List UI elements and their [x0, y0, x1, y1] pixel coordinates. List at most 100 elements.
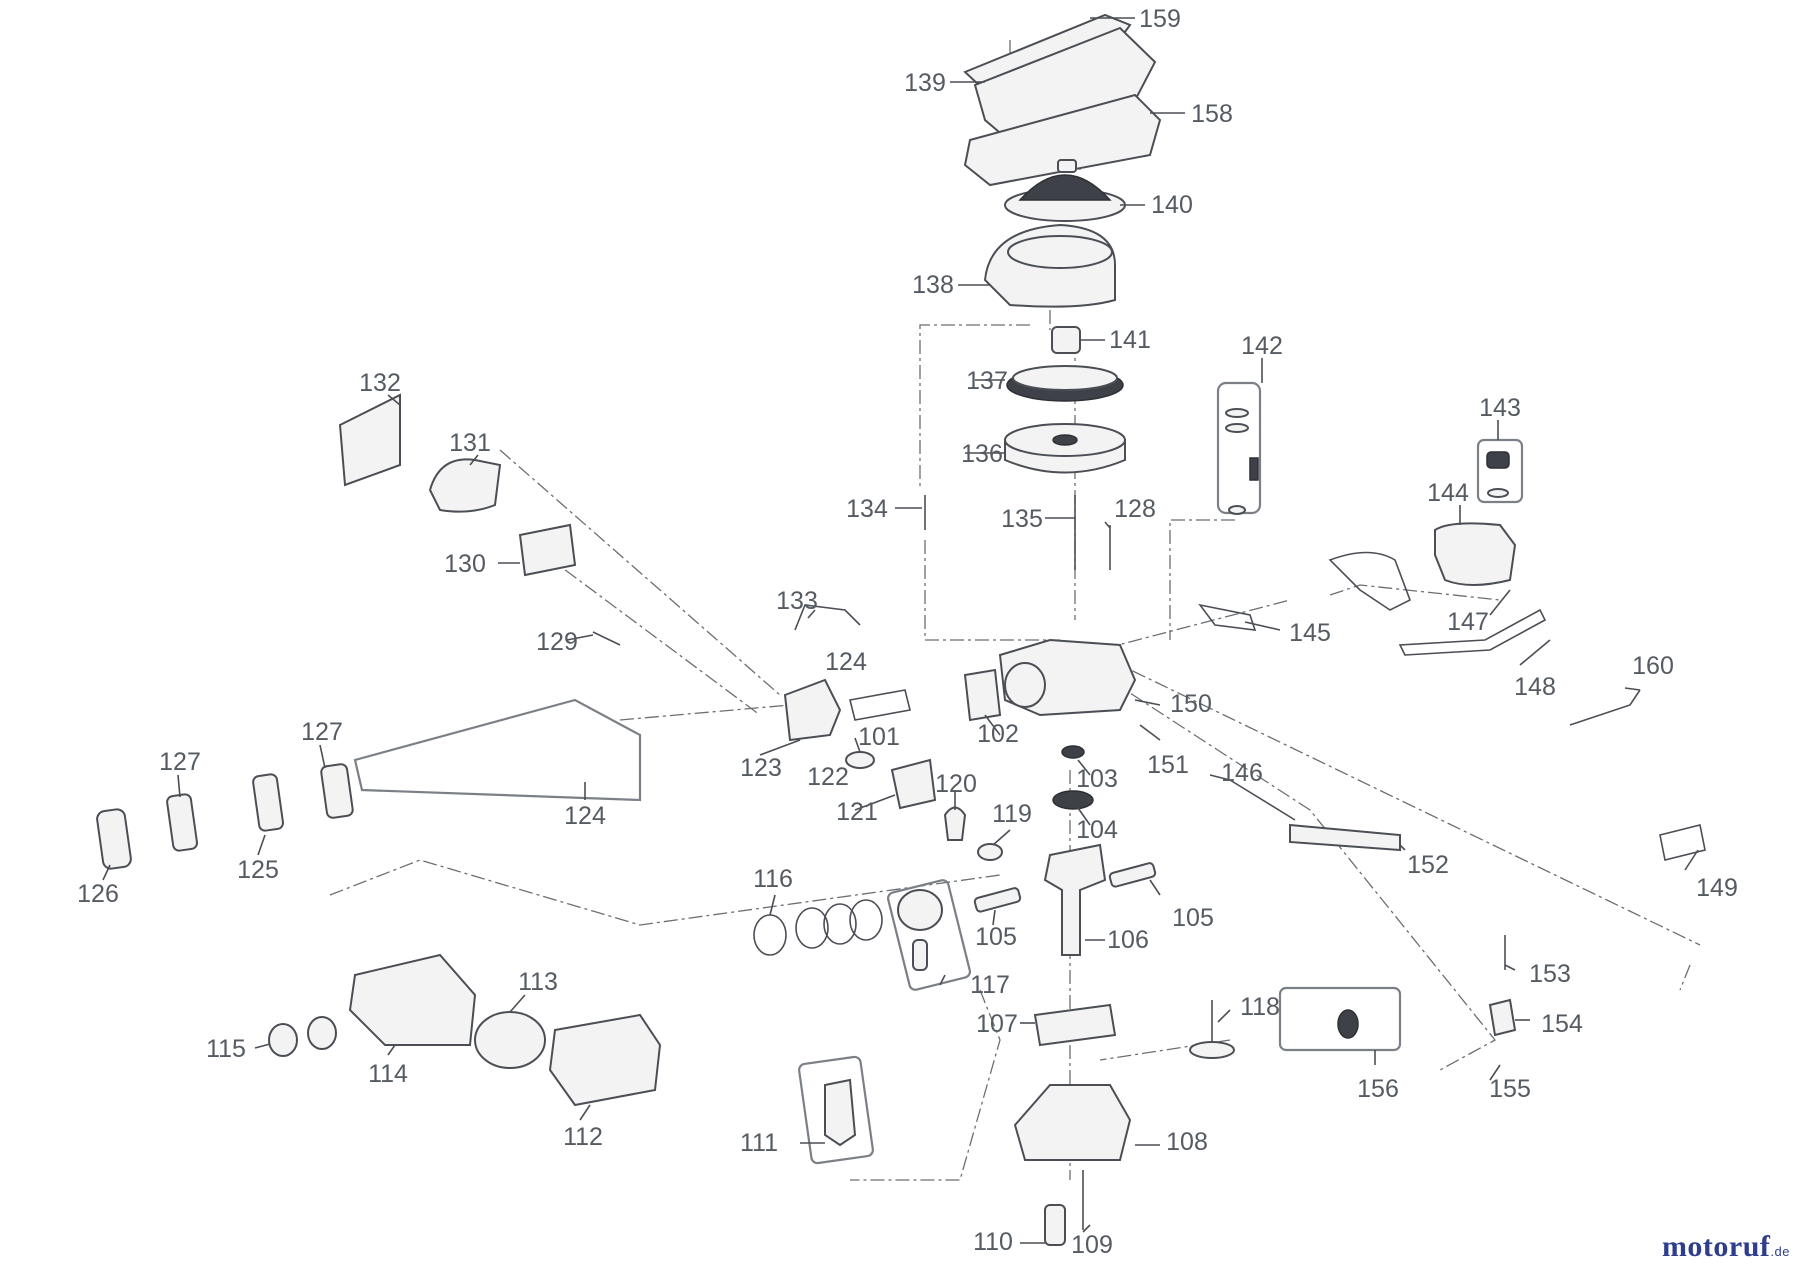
part-115-ring	[307, 1016, 337, 1050]
part-label-114: 114	[368, 1060, 408, 1088]
part-158-frame	[963, 93, 1162, 187]
part-154-bracket	[1488, 998, 1517, 1037]
part-label-102: 102	[977, 720, 1019, 748]
part-label-150: 150	[1170, 690, 1212, 718]
part-label-153: 153	[1529, 960, 1571, 988]
part-label-110: 110	[973, 1228, 1013, 1256]
part-119-ring	[977, 843, 1003, 861]
part-label-118: 118	[1240, 993, 1280, 1021]
brand-name: motoruf	[1661, 1230, 1771, 1263]
part-114-filter-housing	[348, 953, 477, 1046]
part-label-133: 133	[776, 587, 818, 615]
part-label-149: 149	[1696, 874, 1738, 902]
part-label-141: 141	[1109, 326, 1151, 354]
part-142-piece	[1225, 423, 1249, 433]
part-140-starter-dome	[1018, 174, 1112, 201]
part-127-gasket-left	[166, 793, 199, 852]
part-113-filter-element	[474, 1011, 546, 1069]
part-152-strip	[1289, 823, 1401, 852]
part-label-107: 107	[976, 1010, 1018, 1038]
part-label-124a: 124	[825, 648, 867, 676]
part-105-pin-left	[973, 887, 1022, 913]
part-118-governor-gear	[1189, 1041, 1235, 1059]
group-box-111	[798, 1055, 874, 1165]
part-143-washer	[1487, 488, 1509, 498]
part-108-crankcase	[1013, 1084, 1132, 1161]
part-label-152: 152	[1407, 851, 1449, 879]
part-label-139: 139	[904, 69, 946, 97]
part-label-104: 104	[1076, 816, 1118, 844]
part-111-oil-filler	[824, 1078, 857, 1147]
part-116-ring	[823, 903, 857, 945]
group-box-143	[1476, 438, 1524, 504]
part-label-156: 156	[1357, 1075, 1399, 1103]
part-110-filter	[1044, 1204, 1066, 1246]
part-label-113: 113	[518, 968, 558, 996]
part-116-ring	[795, 907, 829, 949]
part-151-lever	[1139, 724, 1161, 741]
part-133-ignition-coil	[794, 604, 861, 631]
part-label-127a: 127	[159, 748, 201, 776]
part-label-159: 159	[1139, 5, 1181, 33]
part-124-intake-pipe	[849, 689, 911, 721]
part-127-gasket-right	[320, 763, 354, 819]
part-label-146: 146	[1221, 759, 1263, 787]
part-116-ring	[849, 899, 883, 941]
assembly-guide-lines	[329, 40, 1701, 1181]
part-label-106: 106	[1107, 926, 1149, 954]
part-144-fuel-tank	[1434, 522, 1517, 586]
part-label-121: 121	[836, 798, 878, 826]
part-125-holder	[252, 773, 285, 832]
part-138-opening	[1007, 235, 1113, 269]
part-136-hub	[1052, 434, 1078, 446]
part-122-washer	[845, 751, 875, 769]
part-label-111: 111	[740, 1129, 778, 1157]
part-label-140: 140	[1151, 191, 1193, 219]
part-label-105a: 105	[975, 923, 1017, 951]
part-label-134: 134	[846, 495, 888, 523]
part-label-158: 158	[1191, 100, 1233, 128]
part-label-142: 142	[1241, 332, 1283, 360]
part-number-labels: 101 102 103 104 105 105 106 107 108 109 …	[77, 5, 1738, 1259]
part-label-115: 115	[206, 1035, 246, 1063]
part-label-127b: 127	[301, 718, 343, 746]
group-box-156	[1278, 986, 1402, 1052]
part-132-muffler-guard	[338, 393, 401, 487]
part-107-gasket	[1033, 1003, 1117, 1047]
part-label-129: 129	[536, 628, 578, 656]
part-145-lever	[1198, 603, 1257, 631]
part-160-rod	[1569, 689, 1641, 726]
part-label-108: 108	[1166, 1128, 1208, 1156]
part-130-gasket	[518, 523, 577, 577]
part-label-101: 101	[858, 723, 900, 751]
part-142-piece	[1225, 408, 1249, 418]
part-label-120: 120	[935, 770, 977, 798]
part-120-valve	[943, 806, 967, 841]
part-label-154: 154	[1541, 1010, 1583, 1038]
part-104-bearing	[1052, 790, 1094, 810]
part-label-128: 128	[1114, 495, 1156, 523]
part-150-cylinder	[1004, 662, 1046, 708]
part-label-136: 136	[961, 440, 1003, 468]
part-103-seal	[1061, 745, 1085, 759]
brand-logo: motoruf.de	[1662, 1230, 1790, 1264]
part-label-122: 122	[807, 763, 849, 791]
part-141-pulley	[1051, 326, 1081, 354]
part-label-151: 151	[1147, 751, 1189, 779]
part-143-cap	[1486, 451, 1510, 469]
part-142-washer	[1228, 505, 1246, 515]
part-label-117: 117	[970, 971, 1010, 999]
part-label-144: 144	[1427, 479, 1469, 507]
part-label-138: 138	[912, 271, 954, 299]
group-box-142	[1216, 381, 1262, 515]
part-106-crankshaft	[1043, 843, 1107, 956]
part-label-105b: 105	[1172, 904, 1214, 932]
part-129-spark-plug	[592, 631, 621, 646]
part-label-143: 143	[1479, 394, 1521, 422]
part-123-carburetor	[783, 678, 842, 742]
part-label-148: 148	[1514, 673, 1556, 701]
part-137-fan-hub	[1012, 365, 1118, 391]
part-116-ring	[753, 914, 787, 956]
part-117-piston	[897, 889, 943, 931]
